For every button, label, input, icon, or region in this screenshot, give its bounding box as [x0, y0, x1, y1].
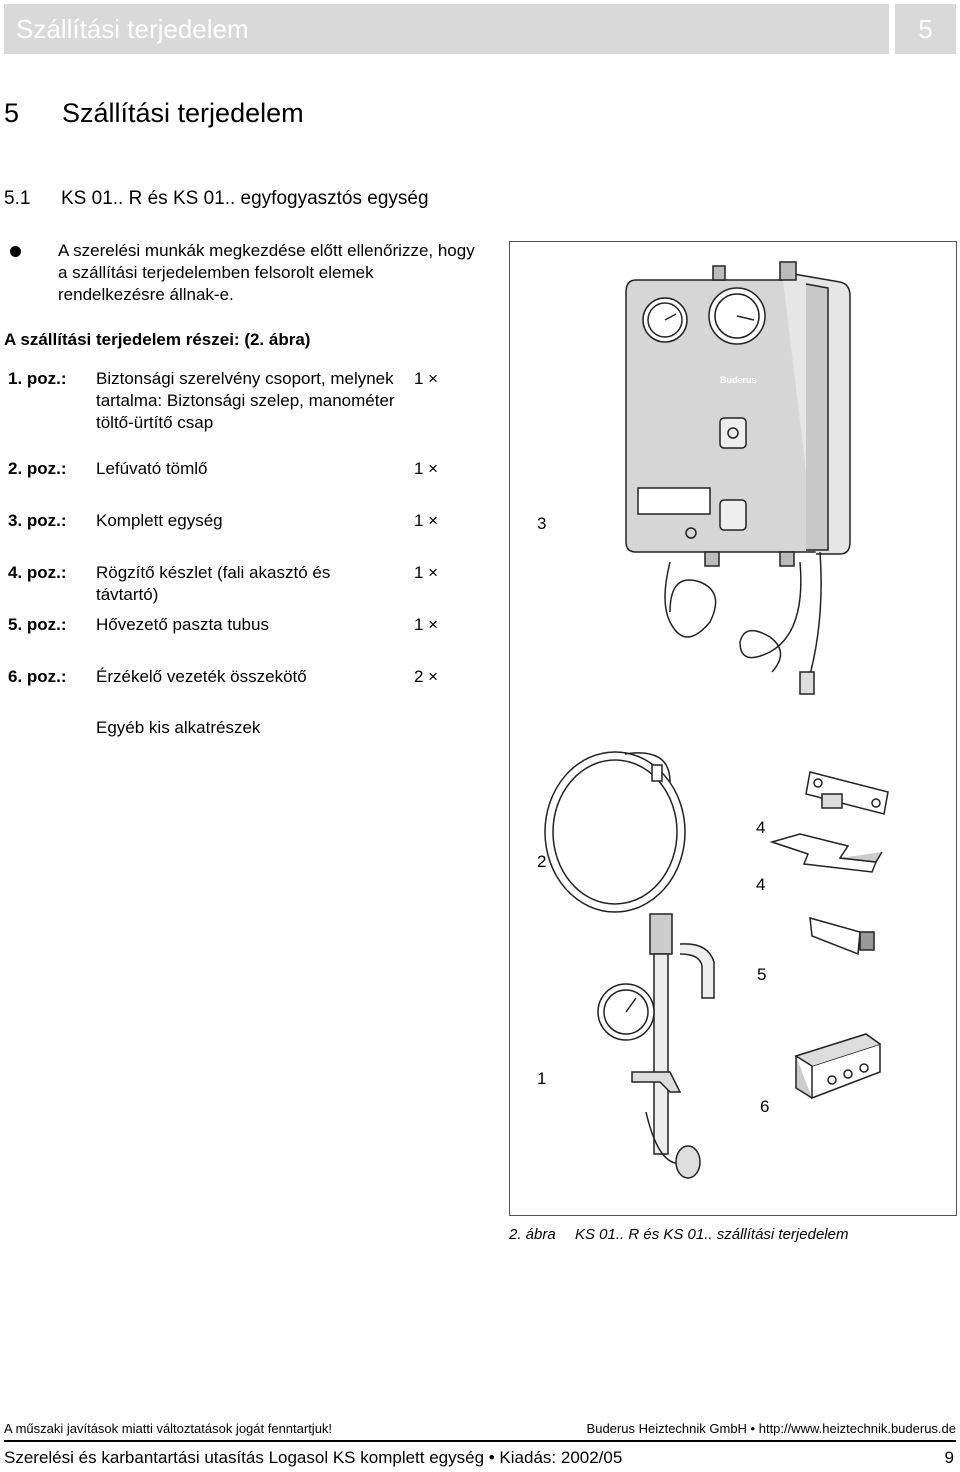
footer-company: Buderus Heiztechnik GmbH • http://www.he…: [586, 1421, 956, 1436]
footer-document-title: Szerelési és karbantartási utasítás Loga…: [4, 1448, 623, 1467]
part-description: Komplett egység: [96, 511, 223, 530]
part-description: Lefúvató tömlő: [96, 459, 208, 478]
part-position: 4. poz.:: [8, 563, 67, 582]
part-position: 3. poz.:: [8, 511, 67, 530]
subsection-title: KS 01.. R és KS 01.. egyfogyasztós egysé…: [61, 188, 429, 209]
buderus-logo: Buderus: [720, 375, 757, 385]
parts-heading: A szállítási terjedelem részei: (2. ábra…: [4, 330, 311, 349]
header-chapter-box: 5: [895, 4, 956, 54]
part-description: Rögzítő készlet (fali akasztó és távtart…: [96, 563, 331, 604]
header-title: Szállítási terjedelem: [16, 14, 249, 44]
figure-caption-text: KS 01.. R és KS 01.. szállítási terjedel…: [575, 1226, 849, 1243]
part-position: 2. poz.:: [8, 459, 67, 478]
part-quantity: 1 ×: [414, 511, 439, 530]
section-number: 5: [4, 98, 20, 128]
callout-6: 6: [760, 1097, 770, 1116]
safety-group-drawing: [597, 913, 715, 1179]
footer-divider: [4, 1440, 956, 1442]
callout-2: 2: [537, 852, 547, 871]
figure-caption-label: 2. ábra: [509, 1226, 556, 1243]
part-quantity: 1 ×: [414, 563, 439, 582]
other-parts-text: Egyéb kis alkatrészek: [96, 718, 261, 737]
part-quantity: 1 ×: [414, 615, 439, 634]
sensor-connector-drawing: [794, 1033, 881, 1100]
figure-illustration: Buderus: [544, 261, 889, 1179]
bullet-dot-icon: [10, 246, 21, 257]
drain-hose-drawing: [544, 751, 686, 913]
fixing-kit-drawing: [769, 771, 889, 873]
part-quantity: 2 ×: [414, 667, 439, 686]
part-description: Biztonsági szerelvény csoport, melynek t…: [96, 369, 395, 432]
instruction-text: A szerelési munkák megkezdése előtt elle…: [58, 241, 475, 304]
part-quantity: 1 ×: [414, 459, 439, 478]
part-quantity: 1 ×: [414, 369, 439, 388]
callout-4a: 4: [756, 818, 766, 837]
subsection-number: 5.1: [4, 188, 31, 209]
part-position: 1. poz.:: [8, 369, 67, 388]
part-position: 6. poz.:: [8, 667, 67, 686]
delivery-scope-figure: Buderus: [509, 241, 957, 1216]
part-position: 5. poz.:: [8, 615, 67, 634]
page-number: 9: [944, 1448, 954, 1467]
paste-tube-drawing: [809, 916, 875, 956]
part-description: Érzékelő vezeték összekötő: [96, 667, 307, 686]
header-title-bar: Szállítási terjedelem: [4, 4, 889, 54]
part-description: Hővezető paszta tubus: [96, 615, 269, 634]
callout-5: 5: [757, 965, 767, 984]
callout-1: 1: [537, 1069, 547, 1088]
callout-3: 3: [537, 514, 547, 533]
section-title: Szállítási terjedelem: [62, 98, 304, 128]
header-chapter-number: 5: [918, 14, 933, 44]
callout-4b: 4: [756, 875, 766, 894]
complete-unit-drawing: [625, 261, 851, 695]
footer-note: A műszaki javítások miatti változtatások…: [4, 1421, 333, 1436]
